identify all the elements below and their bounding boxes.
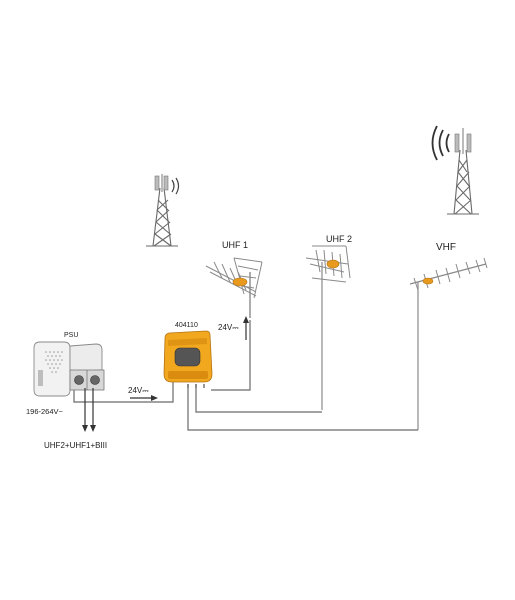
vhf-label: VHF [436,242,456,253]
psu-vent-grid [45,351,63,373]
mast-voltage-label: 24V⎓ [218,323,239,332]
uhf1-antenna-icon [205,257,263,318]
mast-amplifier-icon [163,330,213,388]
mast-arrow [243,316,249,340]
mains-voltage-label: 196-264V~ [26,407,64,416]
uhf2-label: UHF 2 [326,234,352,244]
uhf1-label: UHF 1 [222,240,248,250]
output-arrows [82,388,96,432]
small-tower-icon [146,174,180,247]
feed-arrow [130,395,158,401]
power-supply-icon [33,341,105,397]
psu-label: PSU [64,332,78,339]
output-label: UHF2+UHF1+BIII [44,441,107,450]
feed-voltage-label: 24V⎓ [128,386,149,395]
amplifier-model-label: 404110 [175,322,198,329]
vhf-antenna-icon [409,257,488,430]
uhf2-antenna-icon [305,245,351,410]
large-tower-icon [431,125,479,215]
cable-network [73,320,418,431]
